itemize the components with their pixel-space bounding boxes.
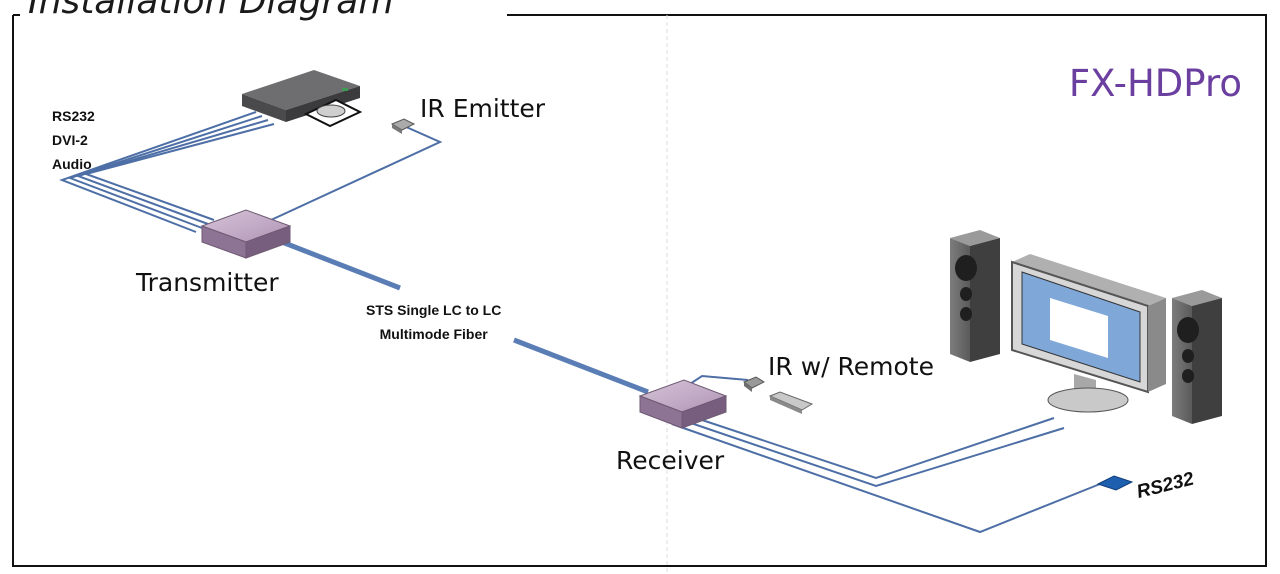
receiver-box-icon — [638, 379, 728, 429]
rs232-connector-icon — [1096, 475, 1134, 491]
fiber-label: STS Single LC to LC Multimode Fiber — [366, 298, 501, 346]
ir-emitter-label: IR Emitter — [420, 94, 546, 123]
fiber-label-line1: STS Single LC to LC — [366, 302, 502, 318]
diagram-title: Installation Diagram — [28, 0, 394, 22]
monitor-icon — [1011, 254, 1166, 413]
transmitter-box-icon — [200, 209, 292, 259]
cables — [59, 111, 1101, 534]
speaker-left-icon — [950, 230, 1000, 362]
fiber-label-line2: Multimode Fiber — [379, 326, 488, 342]
ir-emitter-icon — [390, 118, 416, 134]
diagram-border — [12, 14, 1267, 574]
receiver-label: Receiver — [616, 446, 725, 475]
port-label-audio: Audio — [52, 156, 92, 172]
ir-remote-label: IR w/ Remote — [768, 352, 934, 381]
speaker-right-icon — [1172, 290, 1222, 424]
dvd-player-icon — [242, 70, 363, 128]
remote-control-icon — [768, 391, 814, 414]
product-name: FX-HDPro — [1068, 62, 1242, 105]
ir-sensor-icon — [743, 376, 766, 392]
port-label-rs232: RS232 — [52, 108, 95, 124]
source-ports-label: RS232 DVI-2 Audio — [52, 104, 95, 176]
port-label-dvi: DVI-2 — [52, 132, 88, 148]
transmitter-label: Transmitter — [136, 268, 279, 297]
